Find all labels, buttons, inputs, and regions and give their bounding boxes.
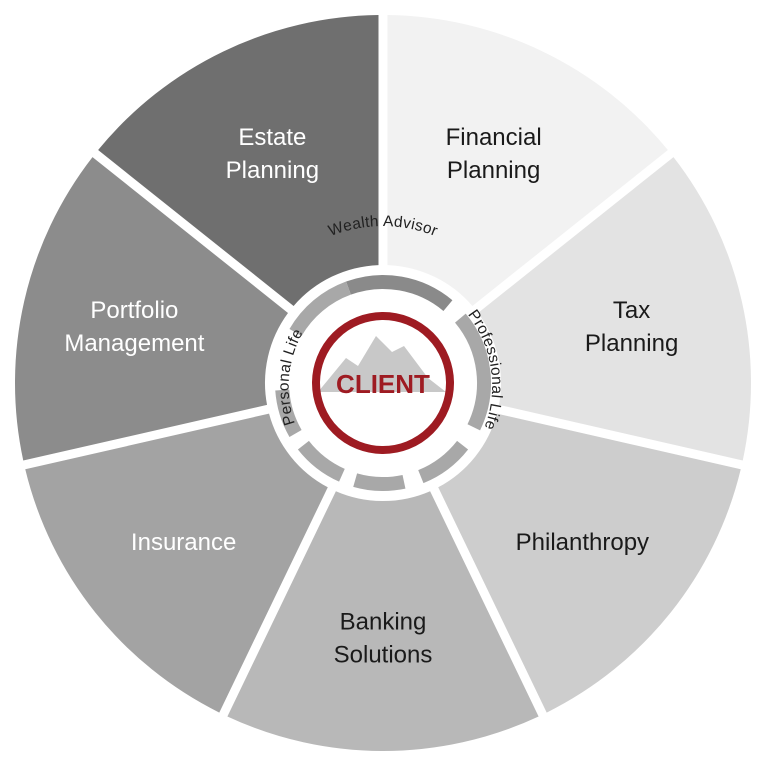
client-badge: CLIENT (312, 312, 454, 454)
segment-financial-planning (387, 15, 668, 306)
inner-ring-dash (275, 389, 302, 437)
personal-life-label: Personal Life (276, 326, 307, 427)
inner-ring-dash (418, 440, 469, 484)
client-ring (312, 312, 454, 454)
segment-estate-planning (98, 15, 379, 306)
inner-ring-dash (297, 440, 345, 482)
segment-banking-solutions (227, 491, 539, 752)
service-segments (14, 15, 752, 752)
segment-tax-planning (477, 157, 752, 461)
segment-insurance (25, 413, 328, 713)
segment-portfolio-management (14, 157, 289, 461)
client-label: CLIENT (336, 369, 430, 399)
inner-ring-dash (289, 281, 352, 337)
inner-ring-dash (353, 473, 406, 491)
inner-ring-dash (346, 275, 453, 312)
segment-label-philanthropy: Philanthropy (516, 529, 649, 556)
inner-ring-dash (454, 313, 491, 431)
mountain-icon (318, 336, 446, 392)
segment-philanthropy (438, 413, 741, 713)
inner-ring (275, 275, 491, 491)
segment-label-insurance: Insurance (131, 529, 236, 556)
